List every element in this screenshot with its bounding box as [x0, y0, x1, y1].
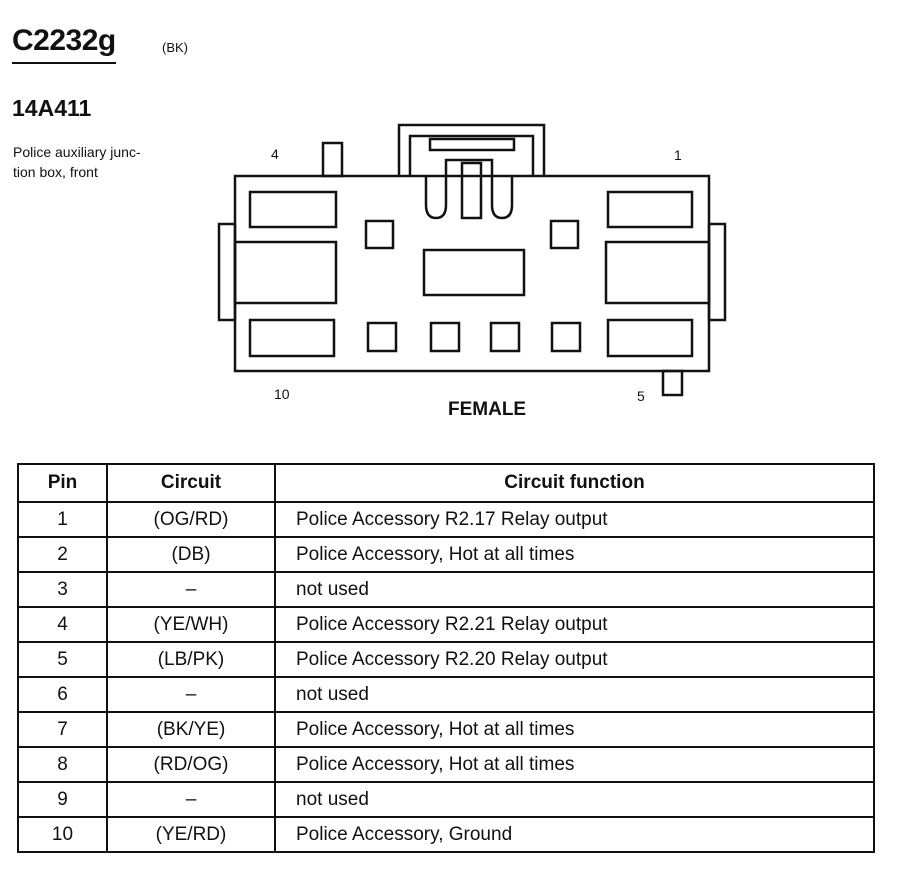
- pin-cell: 6: [17, 676, 108, 713]
- connector-description: Police auxiliary junc- tion box, front: [13, 142, 183, 182]
- function-cell: Police Accessory, Ground: [274, 816, 875, 853]
- right-side-latch: [707, 222, 727, 322]
- cavity-bottom-sq-1: [366, 321, 398, 353]
- pinout-table: Pin Circuit Circuit function 1(OG/RD)Pol…: [17, 463, 875, 853]
- cavity-middle-right: [604, 240, 711, 305]
- circuit-cell: (LB/PK): [106, 641, 276, 678]
- pin-cell: 2: [17, 536, 108, 573]
- function-cell: Police Accessory, Hot at all times: [274, 711, 875, 748]
- function-cell: Police Accessory R2.20 Relay output: [274, 641, 875, 678]
- table-row: 10(YE/RD)Police Accessory, Ground: [17, 816, 875, 853]
- connector-face-diagram: [217, 123, 727, 397]
- table-header-row: Pin Circuit Circuit function: [17, 463, 875, 503]
- circuit-cell: (DB): [106, 536, 276, 573]
- circuit-cell: (RD/OG): [106, 746, 276, 783]
- cavity-bottom-sq-4: [550, 321, 582, 353]
- circuit-cell: (YE/RD): [106, 816, 276, 853]
- pin-label-1: 1: [674, 147, 682, 163]
- table-row: 4(YE/WH)Police Accessory R2.21 Relay out…: [17, 606, 875, 643]
- pin-cell: 8: [17, 746, 108, 783]
- cavity-bottom-right: [606, 318, 694, 358]
- locking-tab-inner: [408, 134, 535, 176]
- cavity-bottom-left: [248, 318, 336, 358]
- circuit-cell: –: [106, 571, 276, 608]
- table-row: 3–not used: [17, 571, 875, 608]
- header-pin: Pin: [17, 463, 108, 503]
- pin-cell: 1: [17, 501, 108, 538]
- cavity-bottom-sq-2: [429, 321, 461, 353]
- table-row: 7(BK/YE)Police Accessory, Hot at all tim…: [17, 711, 875, 748]
- function-cell: Police Accessory R2.17 Relay output: [274, 501, 875, 538]
- cavity-square-right: [549, 219, 580, 250]
- cavity-square-left: [364, 219, 395, 250]
- circuit-cell: –: [106, 676, 276, 713]
- function-cell: not used: [274, 781, 875, 818]
- circuit-cell: (OG/RD): [106, 501, 276, 538]
- circuit-cell: –: [106, 781, 276, 818]
- function-cell: not used: [274, 571, 875, 608]
- pin-cell: 7: [17, 711, 108, 748]
- pin-label-4: 4: [271, 146, 279, 162]
- pin-cell: 3: [17, 571, 108, 608]
- locking-tab-bar: [428, 137, 516, 152]
- header-circuit: Circuit: [106, 463, 276, 503]
- pin-cell: 4: [17, 606, 108, 643]
- pin-label-10: 10: [274, 386, 290, 402]
- pin-cell: 9: [17, 781, 108, 818]
- function-cell: not used: [274, 676, 875, 713]
- cavity-middle-left: [233, 240, 338, 305]
- description-line-1: Police auxiliary junc-: [13, 144, 141, 160]
- table-row: 1(OG/RD)Police Accessory R2.17 Relay out…: [17, 501, 875, 538]
- circuit-cell: (BK/YE): [106, 711, 276, 748]
- connector-id-title: C2232g: [12, 26, 116, 64]
- cavity-bottom-sq-3: [489, 321, 521, 353]
- connector-housing: [233, 174, 711, 373]
- cavity-center: [422, 248, 526, 297]
- lock-finger-center: [460, 161, 483, 220]
- function-cell: Police Accessory, Hot at all times: [274, 746, 875, 783]
- connector-color-code: (BK): [162, 40, 188, 55]
- left-side-latch: [217, 222, 237, 322]
- pin-cell: 5: [17, 641, 108, 678]
- table-row: 9–not used: [17, 781, 875, 818]
- table-row: 5(LB/PK)Police Accessory R2.20 Relay out…: [17, 641, 875, 678]
- cavity-top-right: [606, 190, 694, 229]
- circuit-cell: (YE/WH): [106, 606, 276, 643]
- gender-label: FEMALE: [448, 399, 527, 420]
- function-cell: Police Accessory, Hot at all times: [274, 536, 875, 573]
- key-top-left: [321, 141, 344, 178]
- table-row: 8(RD/OG)Police Accessory, Hot at all tim…: [17, 746, 875, 783]
- table-row: 2(DB)Police Accessory, Hot at all times: [17, 536, 875, 573]
- function-cell: Police Accessory R2.21 Relay output: [274, 606, 875, 643]
- part-number: 14A411: [12, 95, 92, 121]
- locking-tab: [397, 123, 546, 176]
- pin-cell: 10: [17, 816, 108, 853]
- pin-label-5: 5: [637, 388, 645, 404]
- description-line-2: tion box, front: [13, 164, 98, 180]
- table-row: 6–not used: [17, 676, 875, 713]
- lock-finger-left: [424, 158, 514, 220]
- cavity-top-left: [248, 190, 338, 229]
- key-bottom-right: [661, 369, 684, 397]
- header-circuit-function: Circuit function: [274, 463, 875, 503]
